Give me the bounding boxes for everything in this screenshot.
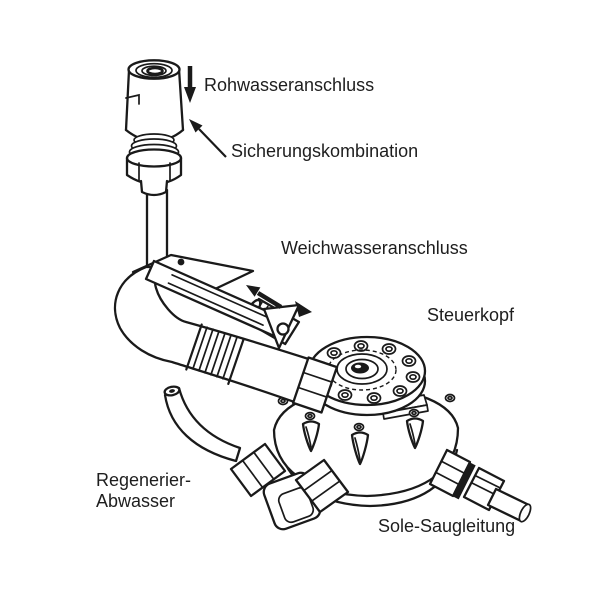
knurled-nut: [185, 323, 245, 385]
label-safety-combination: Sicherungskombination: [231, 141, 419, 161]
label-regeneration-waste-line2: Abwasser: [96, 491, 176, 511]
annotation-arrows: [184, 66, 283, 309]
head-ribs: [277, 393, 456, 466]
drain-head-nut: [294, 458, 350, 514]
regeneration-waste-assembly: [163, 385, 350, 531]
down-arrow-icon: [184, 66, 196, 103]
riser-pipe: [147, 190, 167, 270]
brine-ring: [453, 462, 476, 500]
label-control-head: Steuerkopf: [427, 305, 515, 325]
pivot-hole: [276, 322, 290, 336]
label-brine-suction-line: Sole-Saugleitung: [378, 516, 516, 536]
inlet-head-nut: [291, 356, 339, 414]
plate-bolt: [177, 258, 185, 266]
fitting-bore: [146, 66, 164, 76]
label-raw-water-connection: Rohwasseranschluss: [204, 75, 375, 95]
brine-union-nut: [428, 448, 472, 498]
inlet-elbow-assembly: [113, 253, 339, 414]
safety-combination-fitting: [124, 59, 185, 272]
brine-suction-fitting: [428, 448, 532, 523]
label-regeneration-waste: Regenerier- Abwasser: [96, 470, 191, 512]
label-soft-water-connection: Weichwasseranschluss: [281, 238, 468, 258]
pivot-bracket: [262, 301, 312, 350]
flow-arrow-icon: [246, 285, 283, 309]
label-regeneration-waste-line1: Regenerier-: [96, 470, 192, 490]
drain-union-nut: [229, 442, 287, 498]
leader-arrow-icon: [189, 119, 227, 158]
union-nut: [125, 148, 183, 186]
drain-hose: [163, 386, 242, 463]
